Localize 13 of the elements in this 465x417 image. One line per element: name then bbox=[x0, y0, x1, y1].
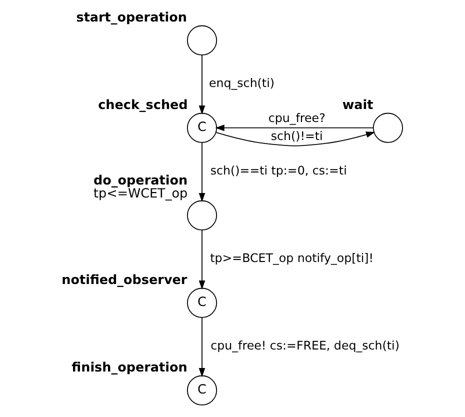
edge-label: sch()==ti tp:=0, cs:=ti bbox=[210, 164, 346, 178]
edge-label: sch()!=ti bbox=[270, 129, 322, 144]
edge-label: tp>=BCET_op notify_op[ti]! bbox=[210, 251, 374, 266]
node-label: notified_observer bbox=[61, 272, 187, 288]
edge-label: enq_sch(ti) bbox=[208, 76, 274, 90]
node-label: tp<=WCET_op bbox=[93, 186, 188, 202]
node-label: start_operation bbox=[76, 10, 187, 26]
node-label: finish_operation bbox=[71, 360, 187, 376]
node-label: do_operation bbox=[93, 174, 188, 189]
node-label: wait bbox=[342, 98, 373, 113]
edge-label: cpu_free! cs:=FREE, deq_sch(ti) bbox=[210, 338, 399, 353]
edge-label: cpu_free? bbox=[268, 110, 325, 125]
node-label: check_sched bbox=[98, 98, 188, 113]
